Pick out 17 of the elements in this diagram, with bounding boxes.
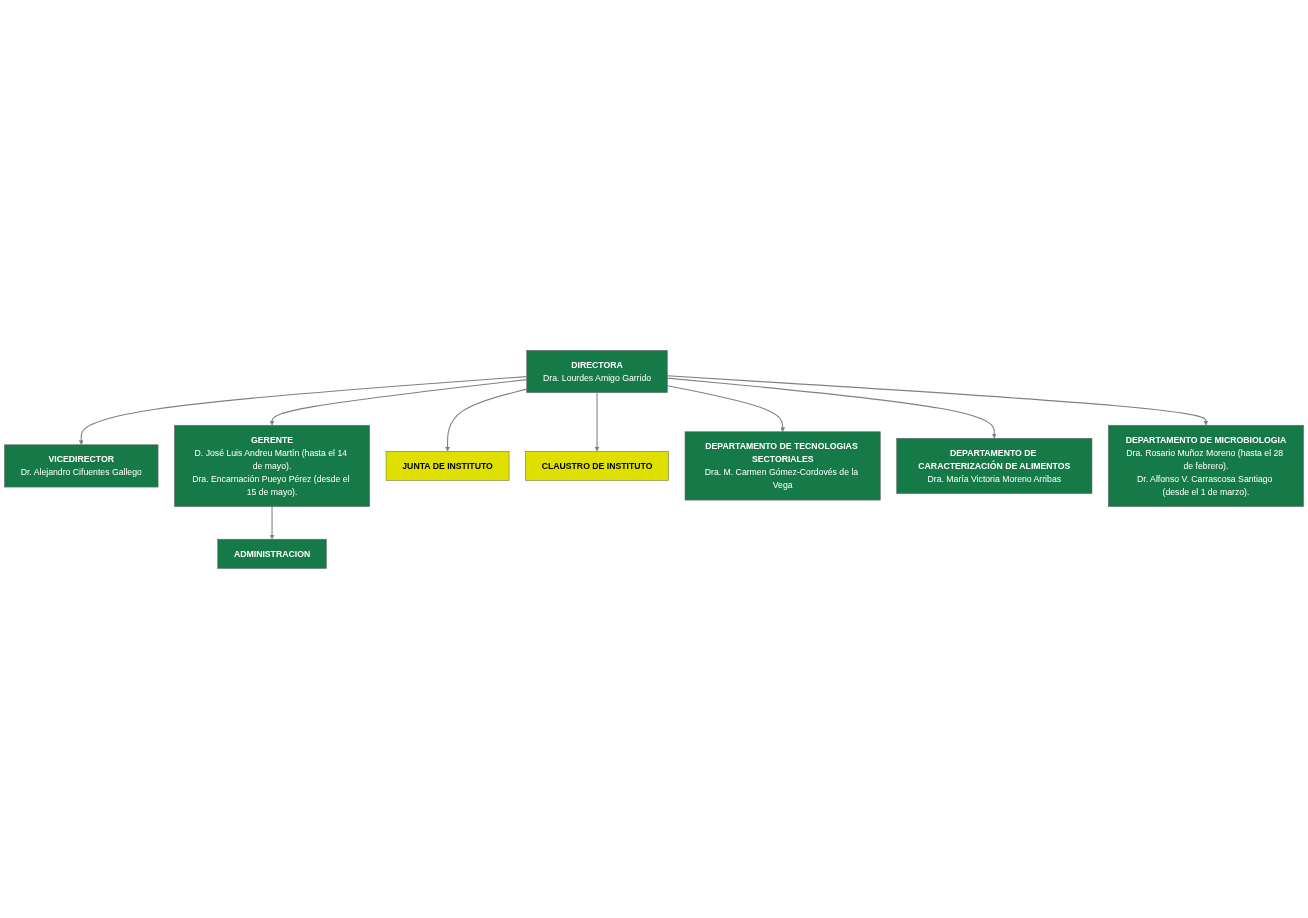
arrow <box>594 391 600 452</box>
arrow <box>666 374 1209 425</box>
arrow <box>269 378 528 425</box>
arrow <box>269 505 275 539</box>
node-box: DEPARTAMENTO DE MICROBIOLOGIA Dra. Rosario Muñoz Moreno (hasta el 28 de febrero). Dr. Alfonso V. Carrascosa Santiago (desde el 1 de marzo). <box>1108 424 1304 507</box>
arrow <box>666 384 786 432</box>
arrow <box>78 375 528 445</box>
node-box: CLAUSTRO DE INSTITUTO <box>525 450 669 481</box>
node-box: JUNTA DE INSTITUTO <box>385 450 510 481</box>
node-box: DEPARTAMENTO DE TECNOLOGIAS SECTORIALES Dra. M. Carmen Gómez-Cordovés de la Vega <box>684 431 881 500</box>
arrow <box>445 388 528 452</box>
node-box: VICEDIRECTOR Dr. Alejandro Cifuentes Gallego <box>4 444 159 487</box>
node-box: ADMINISTRACION <box>217 538 327 569</box>
node-box: DIRECTORA Dra. Lourdes Amigo Garrido <box>526 349 668 393</box>
arrow <box>666 377 997 439</box>
node-box: DEPARTAMENTO DE CARACTERIZACIÓN DE ALIMENTOS Dra. María Victoria Moreno Arribas <box>896 437 1093 494</box>
node-box: GERENTE D. José Luis Andreu Martín (hasta el 14 de mayo). Dra. Encarnación Pueyo Pérez (desde el 15 de mayo). <box>174 424 370 507</box>
